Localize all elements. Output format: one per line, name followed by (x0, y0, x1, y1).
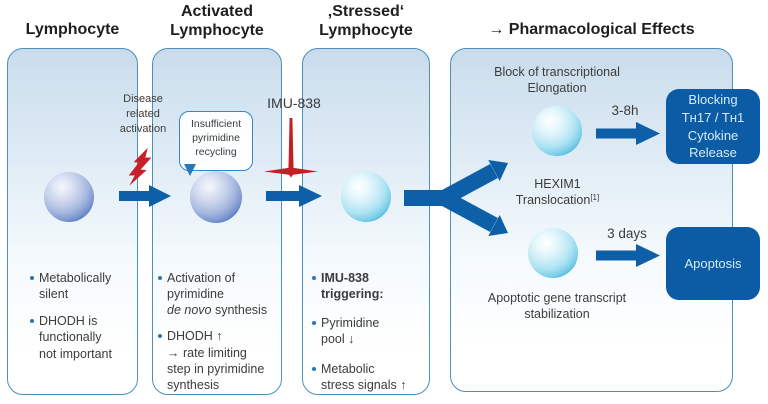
bullet-line: IMU-838 (321, 271, 369, 285)
list-item: Pyrimidine pool ↓ (312, 315, 422, 347)
hexim-reference: [1] (590, 193, 600, 203)
bullet-line: Activation of (167, 271, 236, 285)
recycling-arrowhead-icon (184, 164, 196, 176)
bullet-line: functionally (39, 330, 102, 345)
caption-line: Apoptotic gene transcript (487, 291, 627, 305)
disease-note-line: Disease (123, 93, 163, 105)
stressed-bullet-list: IMU-838 triggering: Pyrimidine pool ↓ Me… (312, 270, 422, 404)
list-item: Metabolic stress signals ↑ (312, 361, 422, 393)
result-line: Release (689, 145, 737, 161)
bullet-text: DHODH ↑ → rate limiting step in pyrimidi… (167, 328, 264, 393)
result-box-apoptosis: Apoptosis (666, 227, 760, 300)
bullet-dot-icon (312, 276, 316, 280)
list-item: DHODH ↑ → rate limiting step in pyrimidi… (158, 328, 278, 393)
caption-line: stabilization (524, 307, 590, 322)
result-line: Cytokine (687, 127, 739, 143)
list-item: Activation of pyrimidine de novo synthes… (158, 270, 278, 318)
bullet-dot-icon (312, 321, 316, 326)
bullet-dot-icon (158, 334, 162, 339)
bullet-line: Metabolically (39, 271, 112, 285)
fork-arrow (404, 160, 508, 236)
arrow-cytokine (596, 122, 660, 145)
bullet-text: DHODH is functionally not important (39, 313, 112, 361)
arrow-activation (119, 185, 171, 207)
hexim-word: Translocation (515, 193, 591, 208)
result-line: Tʜ17 / Tʜ1 (681, 109, 745, 125)
hexim-line1: HEXIM1 (534, 177, 581, 191)
arrow-apoptosis (596, 244, 660, 267)
bullet-line: DHODH ↑ (167, 329, 223, 344)
caption-transcriptional-block: Block of transcriptional Elongation (468, 64, 646, 97)
caption-line: Elongation (527, 81, 587, 96)
header-pharmacological-effects: → Pharmacological Effects (488, 21, 695, 38)
duration-3-8h: 3-8h (611, 103, 639, 118)
bullet-text: IMU-838 triggering: (321, 270, 384, 302)
bullet-dot-icon (30, 319, 34, 324)
header-lymphocyte: Lymphocyte (25, 21, 120, 38)
bullet-line: Metabolic (321, 361, 375, 376)
activated-bullet-list: Activation of pyrimidine de novo synthes… (158, 270, 278, 404)
hexim-line2: Translocation[1] (495, 192, 620, 208)
bullet-line: Pyrimidine (321, 316, 380, 331)
result-line: Blocking (688, 91, 738, 107)
arrow-stress (266, 185, 322, 207)
header-activated-lymphocyte: Activated Lymphocyte (170, 3, 264, 39)
list-item: DHODH is functionally not important (30, 313, 130, 361)
bullet-text: Activation of pyrimidine de novo synthes… (167, 270, 267, 318)
bullet-text: Pyrimidine pool ↓ (321, 315, 379, 347)
bullet-line: → rate limiting (167, 345, 247, 360)
bullet-line: pyrimidine (167, 287, 224, 302)
header-stressed-lymphocyte: ‚Stressed‘ Lymphocyte (319, 3, 413, 39)
result-box-cytokine: Blocking Tʜ17 / Tʜ1 Cytokine Release (666, 89, 760, 164)
bullet-line: silent (39, 287, 69, 302)
cell-activated-lymphocyte (190, 171, 242, 223)
bullet-line: DHODH is (39, 314, 98, 329)
caption-line: Block of transcriptional (494, 65, 620, 79)
cell-effects-upper (532, 106, 582, 156)
de-novo-italic: de novo (167, 303, 212, 318)
recycling-line: Insufficient (190, 118, 241, 130)
cell-effects-lower (528, 228, 578, 278)
bullet-line: synthesis (167, 377, 220, 392)
bullet-dot-icon (312, 366, 316, 371)
bullet-line: stress signals ↑ (321, 377, 407, 392)
lightning-icon (128, 147, 152, 186)
disease-note-line: activation (119, 123, 167, 136)
list-item: Metabolically silent (30, 270, 130, 302)
bullet-dot-icon (158, 276, 162, 280)
list-item: IMU-838 triggering: (312, 270, 422, 302)
result-line: Apoptosis (684, 255, 742, 271)
disease-activation-note: Disease related activation (100, 92, 186, 138)
bullet-dot-icon (30, 276, 34, 280)
cell-stressed-lymphocyte (341, 172, 391, 222)
duration-3-days: 3 days (607, 226, 647, 241)
cell-lymphocyte (44, 172, 94, 222)
recycling-loop-box: Insufficient pyrimidine recycling (179, 111, 253, 171)
caption-hexim1-translocation: HEXIM1 Translocation[1] (495, 176, 620, 209)
bullet-line: pool ↓ (321, 332, 355, 347)
bullet-line: triggering: (321, 287, 384, 302)
bullet-line: not important (39, 346, 112, 361)
imu838-label: IMU-838 (267, 95, 321, 111)
caption-apoptotic-stabilization: Apoptotic gene transcript stabilization (462, 290, 652, 323)
bullet-text: Metabolically silent (39, 270, 111, 302)
recycling-line: recycling (195, 146, 237, 159)
bullet-text: Metabolic stress signals ↑ (321, 361, 406, 393)
bullet-line-rest: synthesis (211, 303, 268, 318)
inhibitor-icon (264, 118, 318, 178)
bullet-line: de novo synthesis (167, 302, 267, 318)
lymphocyte-bullet-list: Metabolically silent DHODH is functional… (30, 270, 130, 373)
recycling-line: pyrimidine (192, 132, 240, 145)
bullet-line: step in pyrimidine (167, 361, 265, 376)
disease-note-line: related (126, 108, 160, 121)
